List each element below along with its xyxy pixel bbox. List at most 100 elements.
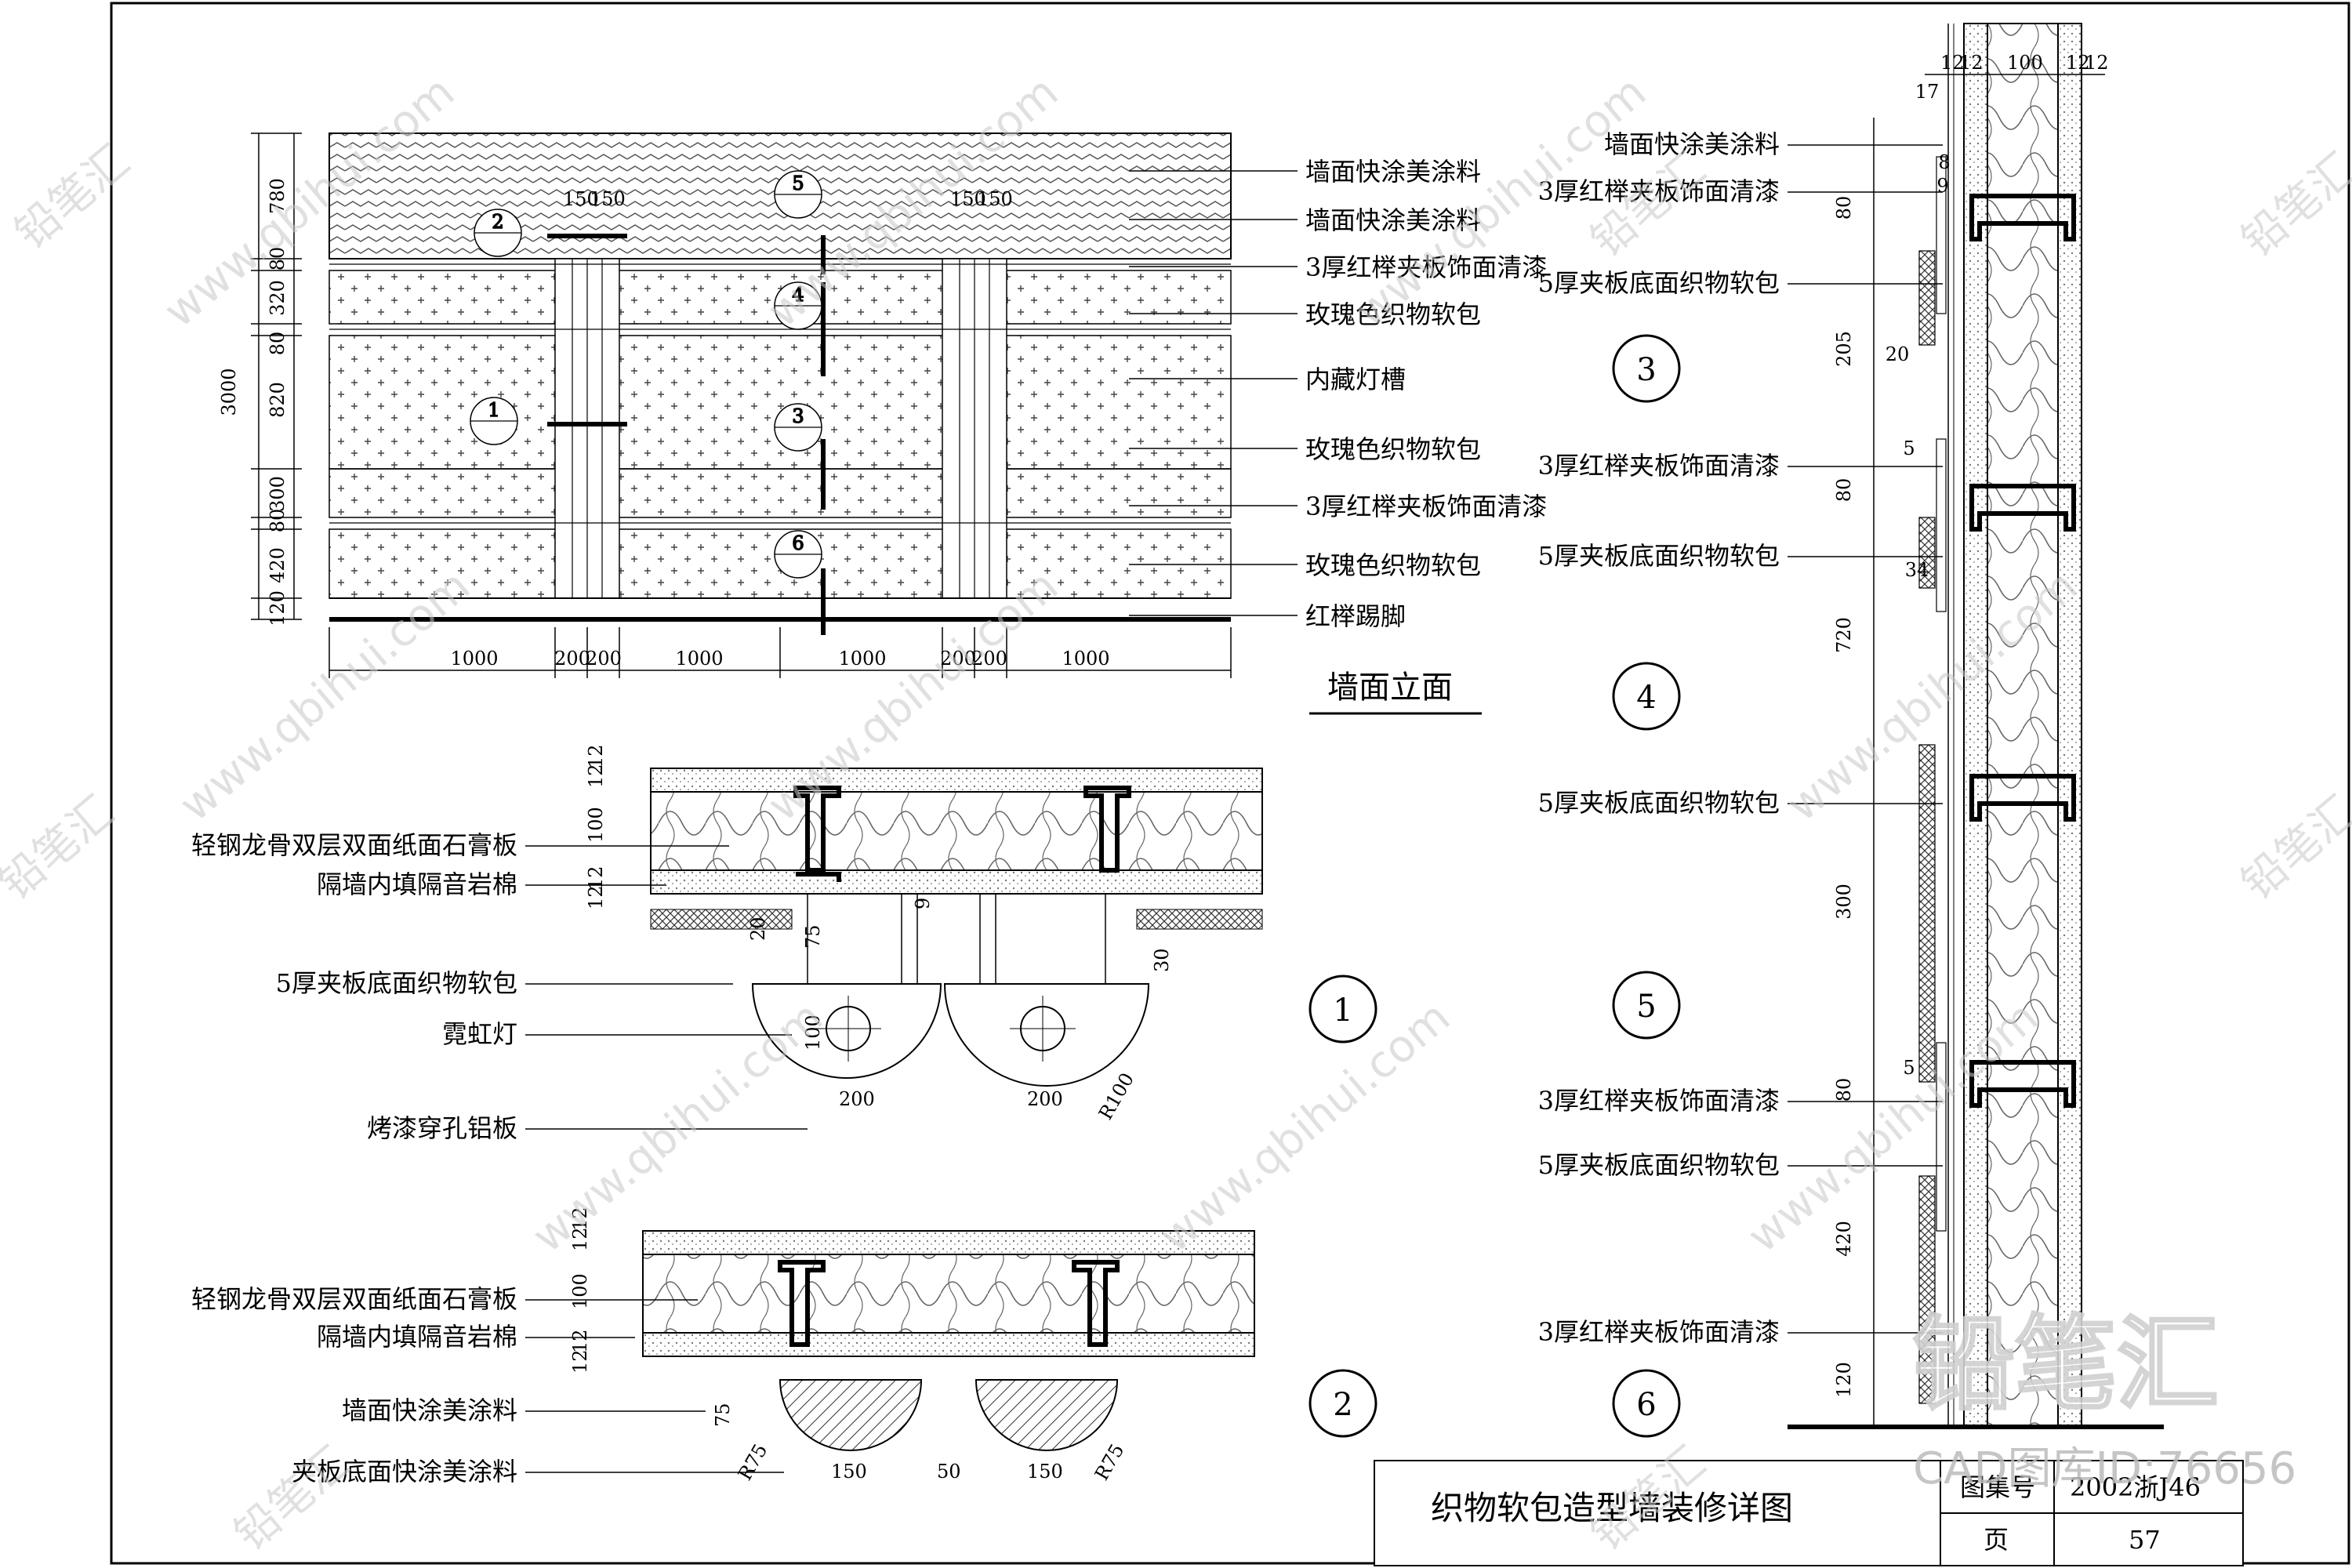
- section-1-label: 轻钢龙骨双层双面纸面石膏板: [191, 830, 517, 860]
- elevation-label: 墙面快涂美涂料: [1305, 157, 1481, 187]
- section-2-label: 隔墙内填隔音岩棉: [317, 1322, 517, 1352]
- section-1-label: 霓虹灯: [442, 1019, 517, 1049]
- s1-dim-12d: 12: [585, 885, 607, 909]
- drawing-title: 织物软包造型墙装修详图: [1431, 1489, 1793, 1527]
- v-side-dim: 8: [1938, 151, 1950, 173]
- vertical-detail-number: 4: [1636, 680, 1656, 716]
- v-top-dim-12d: 12: [2085, 52, 2109, 74]
- section-2-label: 夹板底面快涂美涂料: [292, 1457, 517, 1486]
- s2-dim-12a: 12: [569, 1207, 591, 1231]
- col-dim: 200: [554, 648, 590, 670]
- watermark-url-8: www.qbihui.com: [1150, 992, 1460, 1263]
- vertical-label: 5厚夹板底面织物软包: [1538, 541, 1780, 571]
- vertical-label: 3厚红榉夹板饰面清漆: [1538, 451, 1780, 481]
- watermark-brand-1: 铅笔汇: [5, 136, 139, 260]
- page-value: 57: [2129, 1525, 2161, 1555]
- top-dim-4: 150: [977, 188, 1013, 210]
- col-dim: 200: [940, 648, 976, 670]
- s1-dim-100: 100: [802, 1014, 824, 1051]
- detail-marker-number: 1: [488, 399, 499, 421]
- s1-dim-75: 75: [802, 924, 824, 949]
- s1-dim-100b: 100: [585, 807, 607, 843]
- vertical-label: 墙面快涂美涂料: [1604, 129, 1780, 159]
- steel-stud: [1969, 1060, 2076, 1108]
- v-side-dim: 9: [1936, 175, 1948, 197]
- section-1-label: 烤漆穿孔铝板: [367, 1113, 517, 1143]
- elevation-label: 玫瑰色织物软包: [1305, 550, 1481, 580]
- fabric-panel: [1918, 1175, 1936, 1404]
- v-side-dim: 34: [1905, 559, 1929, 581]
- vertical-label: 3厚红榉夹板饰面清漆: [1538, 176, 1780, 206]
- vertical-detail-number: 6: [1636, 1387, 1656, 1423]
- section-1-number-circle: [1308, 975, 1377, 1044]
- v-side-dim: 5: [1903, 437, 1915, 459]
- s2-dim-50: 50: [937, 1461, 961, 1483]
- s2-dim-150b: 150: [1027, 1461, 1063, 1483]
- veneer-strip: [1936, 438, 1947, 612]
- watermark-brand-5: 铅笔汇: [2232, 786, 2352, 910]
- vertical-label: 3厚红榉夹板饰面清漆: [1538, 1317, 1780, 1347]
- detail-marker-number: 3: [792, 405, 804, 427]
- v-side-dim: 205: [1833, 331, 1855, 367]
- v-top-dim-12b: 12: [1959, 52, 1984, 74]
- v-side-dim: 80: [1833, 196, 1855, 220]
- top-dim-1: 150: [563, 188, 599, 210]
- v-top-dim-12c: 12: [2066, 52, 2090, 74]
- col-dim: 1000: [1062, 648, 1109, 670]
- v-side-dim: 5: [1903, 1057, 1915, 1079]
- section-1-label: 5厚夹板底面织物软包: [276, 968, 517, 998]
- section-2-number-circle: [1308, 1369, 1377, 1438]
- section-1-label: 隔墙内填隔音岩棉: [317, 869, 517, 899]
- elevation-label: 玫瑰色织物软包: [1305, 434, 1481, 464]
- vertical-label: 3厚红榉夹板饰面清漆: [1538, 1086, 1780, 1116]
- watermark-url-4: www.qbihui.com: [170, 561, 480, 832]
- steel-stud: [1969, 194, 2076, 241]
- elevation-label: 内藏灯槽: [1305, 365, 1406, 394]
- atlas-value: 2002浙J46: [2070, 1472, 2201, 1502]
- vertical-detail-number: 3: [1636, 352, 1656, 388]
- v-top-dim-12a: 12: [1940, 52, 1965, 74]
- height-dim: 3000: [218, 368, 240, 416]
- vertical-label: 5厚夹板底面织物软包: [1538, 788, 1780, 818]
- s1-dim-r100: R100: [1094, 1069, 1138, 1123]
- s1-dim-12c: 12: [585, 866, 607, 890]
- v-side-dim: 80: [1833, 1078, 1855, 1102]
- title-block: 织物软包造型墙装修详图 图集号 2002浙J46 页 57: [1374, 1460, 2244, 1566]
- detail-marker-number: 2: [492, 211, 503, 233]
- steel-stud: [1969, 484, 2076, 532]
- v-side-dim: 120: [1833, 1362, 1855, 1398]
- s1-dim-12a: 12: [585, 744, 607, 768]
- fabric-panel: [1918, 517, 1936, 589]
- col-dim: 1000: [838, 648, 886, 670]
- row-dim: 80: [267, 509, 289, 533]
- v-side-dim: 720: [1833, 617, 1855, 653]
- elevation-label: 红榉踢脚: [1305, 601, 1406, 631]
- fabric-panel: [1918, 250, 1936, 346]
- row-dim: 820: [267, 382, 289, 418]
- s2-dim-75: 75: [712, 1403, 734, 1427]
- page-label: 页: [1984, 1525, 2009, 1555]
- detail-marker-number: 6: [792, 532, 804, 554]
- veneer-strip: [1936, 156, 1947, 314]
- elevation-label: 3厚红榉夹板饰面清漆: [1305, 492, 1547, 521]
- vertical-label: 5厚夹板底面织物软包: [1538, 1150, 1780, 1180]
- top-dim-2: 150: [590, 188, 626, 210]
- v-side-dim: 420: [1833, 1221, 1855, 1257]
- vertical-detail-circle: [1612, 334, 1681, 403]
- s1-dim-20: 20: [747, 916, 769, 941]
- s2-dim-12d: 12: [569, 1349, 591, 1374]
- col-dim: 1000: [675, 648, 723, 670]
- vertical-detail-circle: [1612, 662, 1681, 731]
- row-dim: 120: [267, 590, 289, 626]
- watermark-brand-3: 铅笔汇: [2232, 143, 2352, 267]
- row-dim: 320: [267, 280, 289, 316]
- row-dim: 80: [267, 247, 289, 271]
- row-dim: 300: [267, 476, 289, 512]
- section-2-number: 2: [1333, 1387, 1352, 1423]
- s1-dim-200b: 200: [1027, 1088, 1063, 1110]
- row-dim: 420: [267, 547, 289, 583]
- detail-marker-number: 5: [792, 172, 804, 194]
- v-side-dim: 300: [1833, 884, 1855, 920]
